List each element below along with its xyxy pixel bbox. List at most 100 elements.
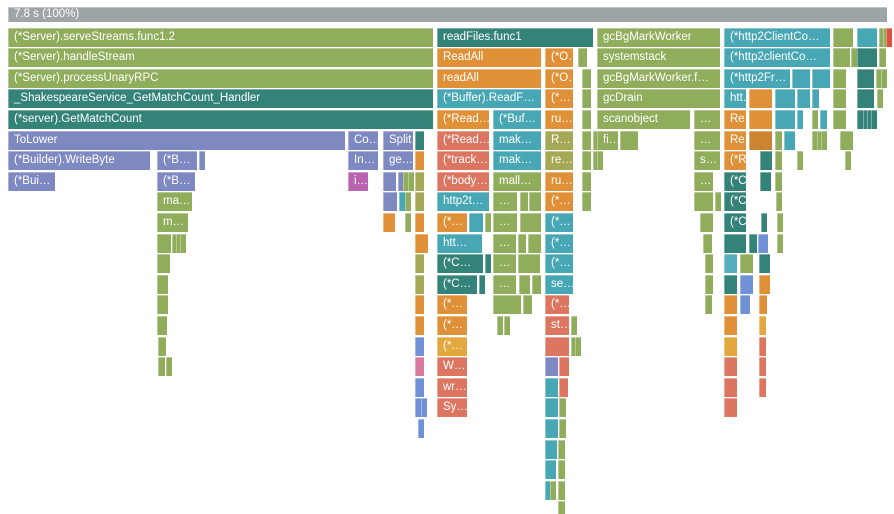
flame-frame[interactable] (469, 213, 483, 232)
flame-frame[interactable]: … (493, 275, 516, 294)
flame-frame[interactable] (398, 172, 404, 191)
flame-frame[interactable]: R… (545, 131, 573, 150)
flame-frame[interactable] (879, 48, 886, 67)
flame-frame[interactable] (518, 234, 526, 253)
flame-frame[interactable] (784, 131, 795, 150)
flame-frame[interactable]: (*body… (437, 172, 489, 191)
flame-frame[interactable]: m… (157, 213, 188, 232)
flame-frame[interactable] (761, 213, 767, 232)
flame-frame[interactable] (749, 234, 757, 253)
flame-frame[interactable] (493, 295, 521, 314)
flame-frame[interactable] (415, 131, 424, 150)
flame-frame[interactable]: ru… (545, 110, 573, 129)
flame-frame[interactable] (776, 192, 782, 211)
flame-frame[interactable] (775, 110, 795, 129)
flame-frame[interactable] (724, 398, 737, 417)
flame-frame[interactable]: Re… (724, 110, 746, 129)
flame-frame[interactable] (550, 481, 556, 500)
flame-frame[interactable]: (*… (437, 295, 467, 314)
flame-frame[interactable] (749, 89, 772, 108)
flame-frame[interactable]: (*Read… (437, 131, 489, 150)
flame-frame[interactable]: (*Server).serveStreams.func1.2 (8, 28, 433, 47)
flame-frame[interactable] (740, 295, 750, 314)
flame-frame[interactable] (797, 151, 803, 170)
flame-frame[interactable] (797, 110, 803, 129)
flame-frame[interactable]: (*O… (545, 48, 573, 67)
flame-frame[interactable] (867, 110, 873, 129)
flame-frame[interactable] (485, 213, 491, 232)
flame-frame[interactable] (833, 110, 846, 129)
flame-frame[interactable]: fi… (597, 131, 618, 150)
flame-frame[interactable] (558, 460, 565, 479)
flame-frame[interactable]: … (694, 131, 720, 150)
flame-frame[interactable] (812, 110, 818, 129)
flame-frame[interactable] (415, 378, 424, 397)
flame-frame[interactable] (383, 213, 395, 232)
flame-frame[interactable]: re… (545, 151, 573, 170)
flame-frame[interactable]: _ShakespeareService_GetMatchCount_Handle… (8, 89, 433, 108)
flame-frame[interactable] (833, 28, 853, 47)
flame-frame[interactable] (418, 419, 424, 438)
flame-frame[interactable] (876, 69, 882, 88)
flame-frame[interactable] (863, 110, 869, 129)
flame-frame[interactable] (558, 501, 565, 514)
flame-frame[interactable]: (*… (437, 316, 467, 335)
flame-frame[interactable]: http2t… (437, 192, 489, 211)
flame-frame[interactable]: htt… (437, 234, 482, 253)
flame-frame[interactable]: (*B… (157, 172, 195, 191)
flame-frame[interactable] (166, 357, 172, 376)
flame-frame[interactable] (724, 337, 737, 356)
flame-frame[interactable] (821, 131, 827, 150)
flame-frame[interactable] (775, 172, 782, 191)
flame-frame[interactable] (797, 89, 810, 108)
flame-frame[interactable]: (*R… (724, 151, 746, 170)
flame-frame[interactable] (582, 110, 591, 129)
flame-frame[interactable] (724, 357, 737, 376)
flame-frame[interactable]: (*http2clientCo… (724, 48, 830, 67)
flame-frame[interactable] (180, 234, 186, 253)
flame-frame[interactable] (820, 110, 827, 129)
flame-frame[interactable] (520, 213, 541, 232)
flame-frame[interactable] (724, 234, 746, 253)
flame-frame[interactable] (415, 192, 424, 211)
flame-frame[interactable] (857, 89, 874, 108)
flame-frame[interactable]: st… (545, 316, 569, 335)
flame-frame[interactable]: (*C… (437, 254, 483, 273)
flame-frame[interactable] (724, 295, 737, 314)
flame-frame[interactable] (760, 151, 772, 170)
flame-frame[interactable]: (*Builder).WriteByte (8, 151, 150, 170)
flame-frame[interactable] (545, 460, 556, 479)
flame-frame[interactable] (749, 110, 772, 129)
flame-frame[interactable] (559, 357, 569, 376)
flame-frame[interactable] (792, 69, 810, 88)
flame-frame[interactable]: (*Bui… (8, 172, 55, 191)
flame-frame[interactable] (705, 275, 713, 294)
flame-frame[interactable] (497, 316, 503, 335)
flame-frame[interactable]: ma… (157, 192, 192, 211)
flame-frame[interactable] (620, 131, 638, 150)
flame-frame[interactable] (157, 275, 168, 294)
flame-frame[interactable] (851, 48, 857, 67)
flame-frame[interactable] (777, 234, 783, 253)
flame-frame[interactable] (405, 192, 411, 211)
flame-frame[interactable] (775, 151, 782, 170)
flame-frame[interactable] (857, 69, 874, 88)
flame-frame[interactable] (559, 419, 566, 438)
flame-frame[interactable] (715, 192, 721, 211)
flame-frame[interactable] (545, 378, 558, 397)
flame-frame[interactable] (528, 234, 541, 253)
flame-frame[interactable] (545, 398, 558, 417)
flame-frame[interactable] (703, 234, 712, 253)
flame-frame[interactable] (421, 398, 427, 417)
flame-frame[interactable] (176, 234, 182, 253)
flame-frame[interactable]: ru… (545, 172, 573, 191)
flame-frame[interactable] (575, 337, 581, 356)
flame-frame[interactable]: (*Buf… (493, 110, 541, 129)
flame-frame[interactable] (578, 48, 587, 67)
flame-frame[interactable]: (*… (437, 337, 467, 356)
flame-frame[interactable]: mak… (493, 131, 541, 150)
flame-frame[interactable]: (*… (545, 234, 573, 253)
flame-frame[interactable] (857, 110, 863, 129)
flame-frame[interactable]: (*track… (437, 151, 489, 170)
flame-frame[interactable] (775, 89, 795, 108)
